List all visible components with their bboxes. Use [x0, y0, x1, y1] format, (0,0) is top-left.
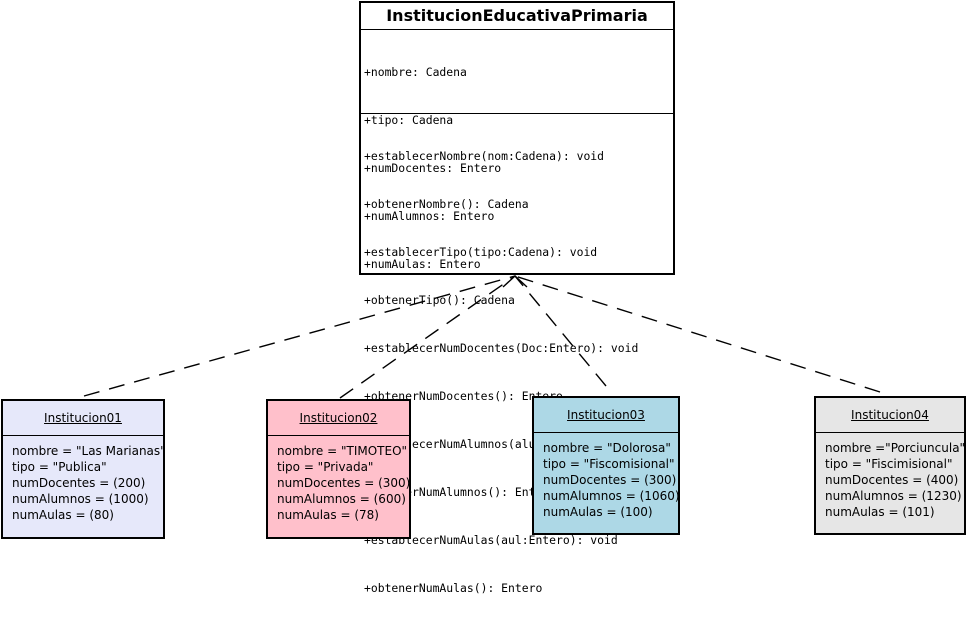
operation-obtener-nombre: +obtenerNombre(): Cadena: [364, 197, 529, 211]
class-box[interactable]: InstitucionEducativaPrimaria +nombre: Ca…: [359, 1, 675, 595]
instance-slots: nombre = "TIMOTEO" tipo = "Privada" numD…: [268, 436, 411, 523]
attribute-num-aulas: +numAulas: Entero: [364, 257, 481, 271]
instance-box-institucion02[interactable]: Institucion02 nombre = "TIMOTEO" tipo = …: [266, 399, 411, 539]
operation-establecer-nombre: +establecerNombre(nom:Cadena): void: [364, 149, 605, 163]
slot-tipo: tipo = "Privada": [277, 460, 374, 474]
slot-num-aulas: numAulas = (78): [277, 508, 379, 522]
instance-name: Institucion04: [816, 398, 964, 433]
dependency-line-institucion04: [514, 275, 881, 393]
slot-num-docentes: numDocentes = (400): [825, 473, 959, 487]
dependency-line-institucion03: [514, 275, 607, 387]
slot-num-aulas: numAulas = (100): [543, 505, 653, 519]
instance-name: Institucion02: [268, 401, 409, 436]
dependency-line-institucion01: [83, 275, 516, 397]
class-name: InstitucionEducativaPrimaria: [361, 3, 673, 30]
slot-nombre: nombre = "Dolorosa": [543, 441, 671, 455]
class-attributes: +nombre: Cadena +tipo: Cadena +numDocent…: [361, 30, 673, 271]
dependency-line-institucion02: [339, 275, 516, 399]
attribute-num-docentes: +numDocentes: Entero: [364, 161, 502, 175]
slot-nombre: nombre ="Porciuncula": [825, 441, 966, 455]
attribute-tipo: +tipo: Cadena: [364, 113, 454, 127]
instance-name: Institucion03: [534, 398, 678, 433]
operation-establecer-num-docentes: +establecerNumDocentes(Doc:Entero): void: [364, 341, 639, 355]
instance-name: Institucion01: [3, 401, 163, 436]
instance-box-institucion03[interactable]: Institucion03 nombre = "Dolorosa" tipo =…: [532, 396, 680, 535]
slot-num-aulas: numAulas = (80): [12, 508, 114, 522]
instance-slots: nombre = "Dolorosa" tipo = "Fiscomisiona…: [534, 433, 680, 520]
slot-num-docentes: numDocentes = (300): [543, 473, 677, 487]
operation-obtener-num-aulas: +obtenerNumAulas(): Entero: [364, 581, 543, 595]
slot-num-docentes: numDocentes = (200): [12, 476, 146, 490]
slot-num-alumnos: numAlumnos = (1230): [825, 489, 962, 503]
slot-tipo: tipo = "Fiscomisional": [543, 457, 675, 471]
operation-obtener-tipo: +obtenerTipo(): Cadena: [364, 293, 515, 307]
dependency-arrowhead: [502, 275, 528, 288]
class-operations: +establecerNombre(nom:Cadena): void +obt…: [361, 114, 673, 628]
operation-establecer-tipo: +establecerTipo(tipo:Cadena): void: [364, 245, 598, 259]
slot-num-aulas: numAulas = (101): [825, 505, 935, 519]
slot-nombre: nombre = "Las Marianas": [12, 444, 166, 458]
instance-box-institucion04[interactable]: Institucion04 nombre ="Porciuncula" tipo…: [814, 396, 966, 535]
attribute-nombre: +nombre: Cadena: [364, 65, 467, 79]
slot-tipo: tipo = "Fiscimisional": [825, 457, 953, 471]
attribute-num-alumnos: +numAlumnos: Entero: [364, 209, 495, 223]
slot-tipo: tipo = "Publica": [12, 460, 107, 474]
instance-box-institucion01[interactable]: Institucion01 nombre = "Las Marianas" ti…: [1, 399, 166, 539]
instance-slots: nombre = "Las Marianas" tipo = "Publica"…: [3, 436, 166, 523]
slot-num-docentes: numDocentes = (300): [277, 476, 411, 490]
dependency-connectors: [83, 275, 881, 399]
slot-num-alumnos: numAlumnos = (1000): [12, 492, 149, 506]
slot-nombre: nombre = "TIMOTEO": [277, 444, 408, 458]
slot-num-alumnos: numAlumnos = (600): [277, 492, 406, 506]
instance-slots: nombre ="Porciuncula" tipo = "Fiscimisio…: [816, 433, 966, 520]
slot-num-alumnos: numAlumnos = (1060): [543, 489, 680, 503]
